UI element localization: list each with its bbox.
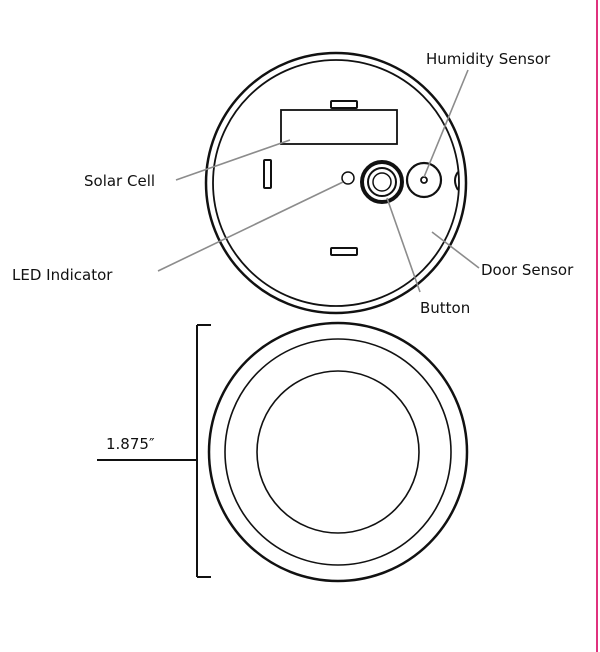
leader-lines [157, 69, 480, 293]
bottom-slot [330, 247, 358, 256]
humidity-sensor-label: Humidity Sensor [426, 50, 551, 68]
button-mid [367, 167, 397, 197]
solar-cell-label: Solar Cell [84, 172, 155, 190]
door-sensor-label: Door Sensor [481, 261, 574, 279]
solar-cell [280, 109, 398, 145]
solar-cell-leader [175, 139, 291, 181]
top-inner-ring [212, 59, 460, 307]
humidity-leader [423, 69, 469, 178]
dimension-bracket [97, 324, 211, 578]
led-indicator-label: LED Indicator [12, 266, 113, 284]
button-inner [372, 172, 392, 192]
bottom-middle-ring [224, 338, 452, 566]
side-slot [263, 159, 272, 189]
door-sensor-leader [431, 231, 480, 269]
top-outer-ring [204, 51, 468, 315]
diameter-label: 1.875″ [106, 435, 155, 453]
bottom-outer-ring [207, 321, 469, 583]
button-leader [386, 197, 421, 293]
bottom-view [207, 321, 469, 583]
top-view [204, 51, 468, 315]
door-sensor-notch [454, 171, 459, 191]
button-label: Button [420, 299, 470, 317]
top-slot [330, 100, 358, 109]
button-outer [360, 160, 404, 204]
led-leader [157, 181, 344, 272]
humidity-sensor [405, 161, 443, 199]
bottom-inner-ring [256, 370, 420, 534]
led-indicator [341, 171, 355, 185]
humidity-sensor-dot [420, 176, 428, 184]
